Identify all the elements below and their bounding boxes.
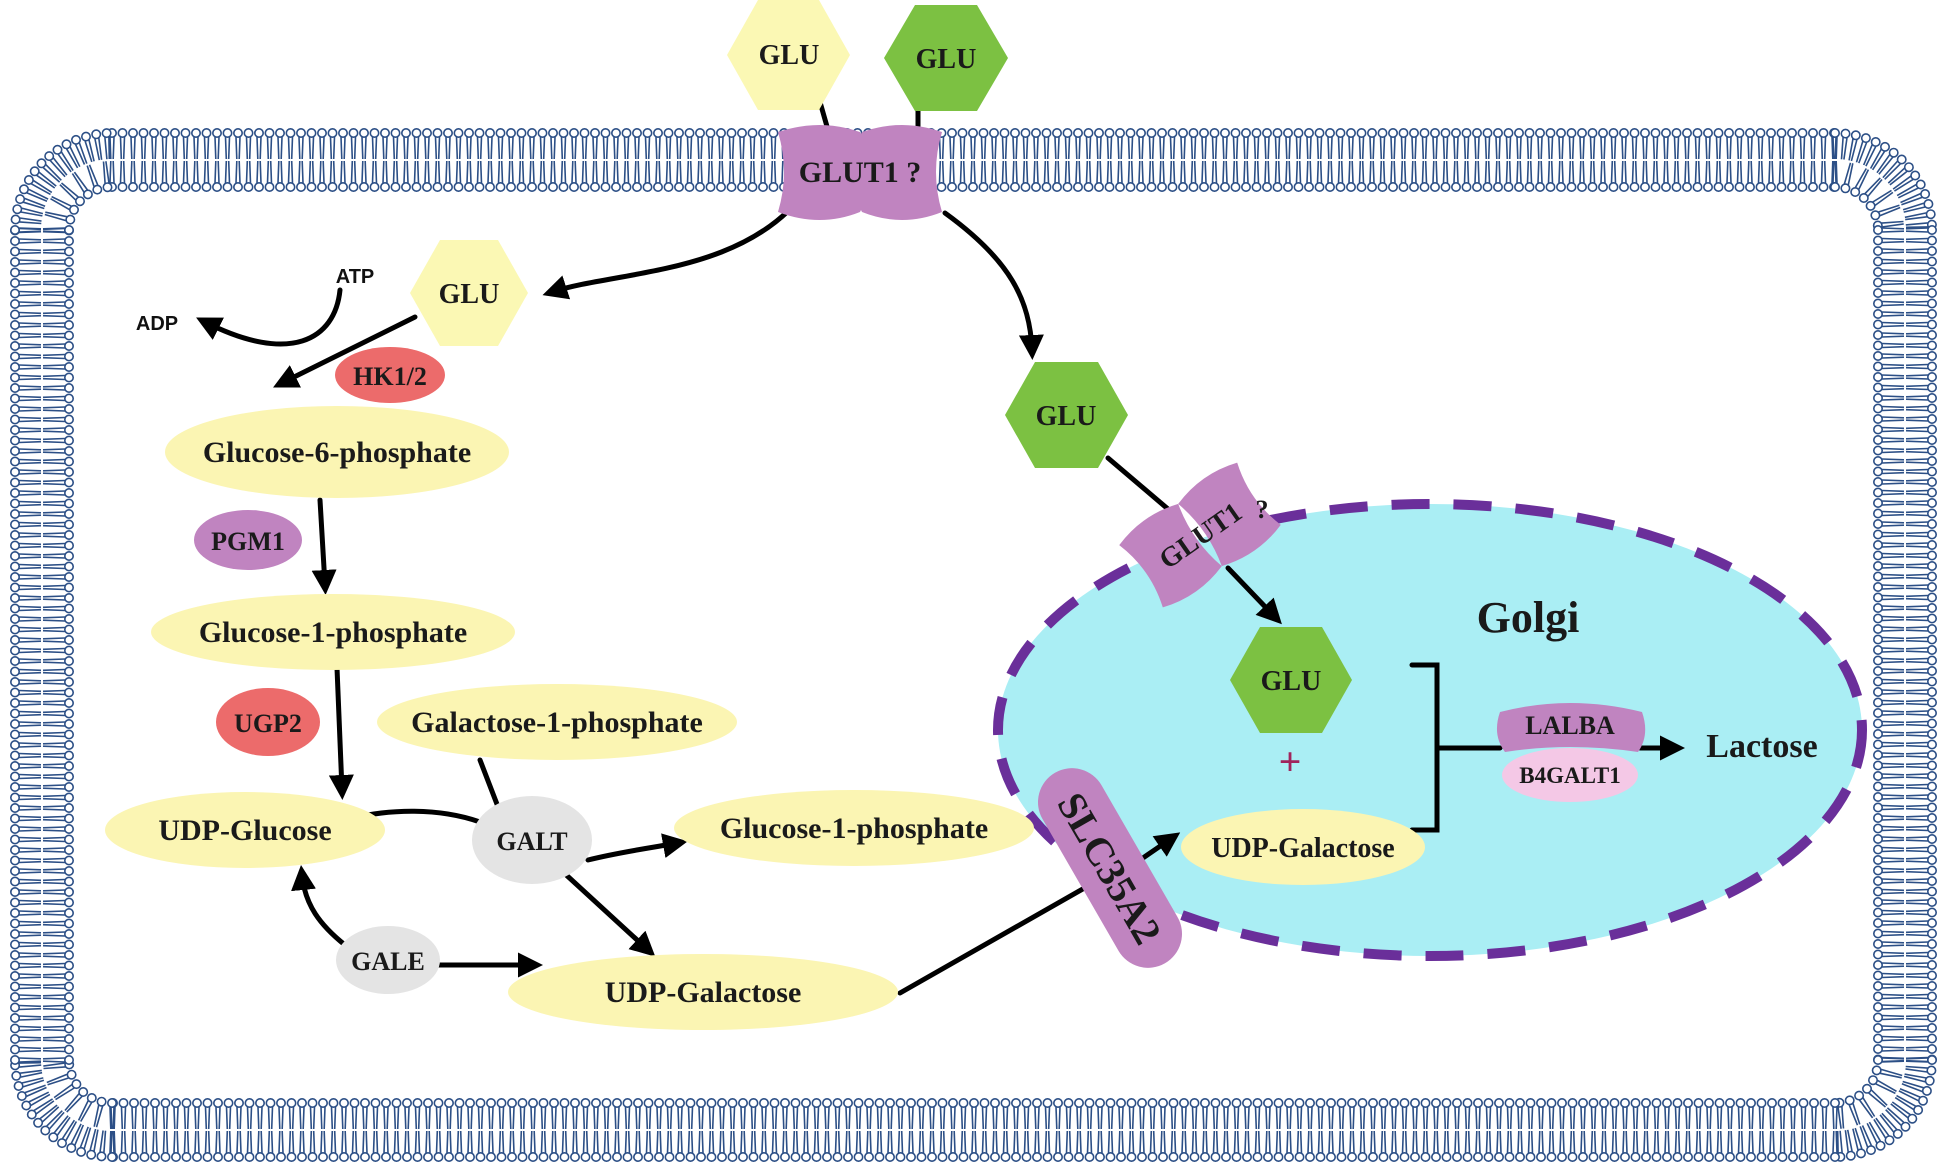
pathway-arrows [196, 99, 1685, 996]
glu-golgi-hexagon [1230, 627, 1352, 733]
ugp2-enzyme [216, 688, 320, 756]
ugp2-label: UGP2 [234, 709, 302, 738]
glu-yellow-hexagon-ext [727, 0, 850, 110]
g1p-node-2 [674, 790, 1034, 866]
pgm1-label: PGM1 [211, 527, 285, 556]
g1p-2-label: Glucose-1-phosphate [720, 812, 988, 845]
arrow-glut1-to-glu-cyto [542, 182, 813, 300]
line-glu-green-to-glut1-golgi [1105, 455, 1178, 518]
arrow-galt-to-g1p [585, 833, 688, 863]
plus-sign: + [1279, 739, 1302, 784]
g6p-label: Glucose-6-phosphate [203, 436, 471, 469]
g6p-node [165, 406, 509, 498]
arrow-glu-to-g6p [273, 314, 418, 388]
lactose-label: Lactose [1706, 728, 1817, 765]
glu-green-cyto-label: GLU [1036, 401, 1097, 432]
glu-green-ext-label: GLU [916, 44, 977, 75]
lalba-label: LALBA [1525, 711, 1615, 740]
arrow-slc35a2-to-golgi [1137, 832, 1181, 863]
gal1p-node [377, 684, 737, 760]
atp-label: ATP [336, 266, 375, 288]
glu-yellow-ext-label: GLU [759, 40, 820, 71]
arrow-glut1-golgi-to-glu [1225, 565, 1282, 625]
g1p-node [151, 594, 515, 670]
glut1-golgi-question: ? [1256, 495, 1269, 524]
udp-glucose-label: UDP-Glucose [158, 814, 331, 847]
glu-green-hexagon-ext [884, 5, 1008, 111]
glut1-membrane-transporter [778, 125, 942, 220]
glu-yellow-cyto-label: GLU [439, 279, 500, 310]
arrow-gale-to-udp-glucose [291, 865, 348, 948]
lalba-enzyme [1496, 703, 1646, 752]
glu-yellow-hexagon-cyto [410, 240, 528, 346]
glu-golgi-label: GLU [1261, 666, 1322, 697]
glu-green-hexagon-cyto [1005, 362, 1128, 468]
g1p-label: Glucose-1-phosphate [199, 616, 467, 649]
hk-enzyme [335, 347, 445, 403]
arrow-g1p-to-udp-glucose [328, 665, 354, 800]
udp-galactose-golgi-label: UDP-Galactose [1211, 833, 1395, 864]
arrow-g6p-to-g1p [311, 497, 337, 595]
galt-label: GALT [496, 827, 567, 856]
galt-enzyme [472, 796, 592, 884]
b4galt1-label: B4GALT1 [1519, 763, 1620, 788]
udp-galactose-label: UDP-Galactose [605, 976, 802, 1009]
glut1-membrane-label: GLUT1 ? [799, 156, 922, 189]
udp-galactose-node [508, 954, 898, 1030]
gale-label: GALE [351, 947, 425, 976]
b4galt1-enzyme [1502, 748, 1638, 802]
arrow-glut1-to-glu-green [942, 210, 1044, 360]
adp-label: ADP [136, 313, 178, 335]
udp-glucose-node [105, 792, 385, 868]
glut1-golgi-transporter: GLUT1 [1119, 462, 1281, 608]
line-udp-galactose-to-slc35a2 [897, 879, 1098, 996]
hk-label: HK1/2 [353, 362, 427, 391]
golgi-label: Golgi [1477, 593, 1580, 642]
arrow-galt-to-udp-galactose [560, 869, 656, 957]
cell-membrane [10, 128, 1938, 1163]
arrow-atp-adp [196, 287, 343, 347]
udp-galactose-golgi-node [1181, 809, 1425, 885]
line-gal1p-to-galt [477, 757, 503, 815]
gale-enzyme [336, 926, 440, 994]
gal1p-label: Galactose-1-phosphate [411, 706, 703, 739]
pgm1-enzyme [194, 510, 302, 570]
